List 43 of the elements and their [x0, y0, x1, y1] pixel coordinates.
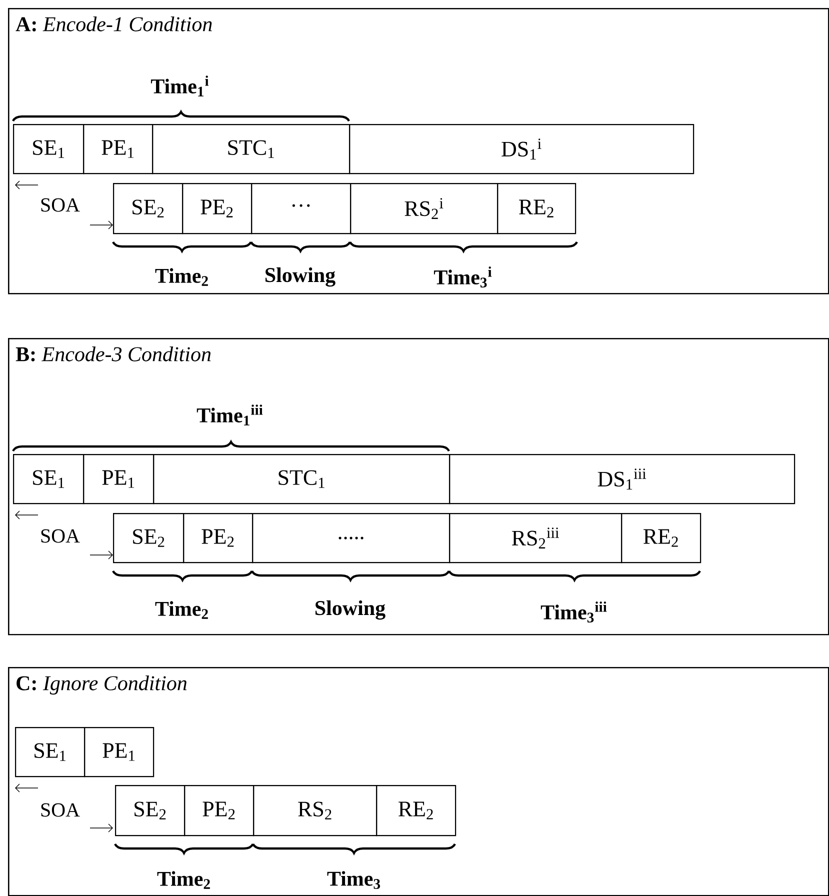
stage-box: RS$_{2}$i [350, 183, 498, 234]
stage-box: PE$_{2}$ [184, 785, 254, 836]
stage-box: RE$_{2}$ [497, 183, 576, 234]
brace-label: Time$_{3}$i [434, 266, 492, 288]
stage-box: SE$_{1}$ [13, 124, 84, 174]
stage-box: RS$_{2}$iii [449, 513, 622, 564]
stage-box: RE$_{2}$ [376, 785, 456, 836]
panel-frame [8, 338, 829, 636]
brace-label: Time$_{3}$iii [540, 602, 607, 622]
stage-box: PE$_{2}$ [182, 183, 252, 234]
soa-label: SOA [41, 198, 80, 212]
stage-box: PE$_{1}$ [84, 727, 154, 778]
stage-box: PE$_{1}$ [83, 454, 154, 504]
stage-box: SE$_{1}$ [15, 727, 86, 778]
soa-label: SOA [41, 803, 80, 817]
panel-title: A: Encode-1 Condition [16, 16, 212, 32]
brace-label: Time$_{2}$ [155, 601, 208, 619]
stage-box: PE$_{2}$ [183, 513, 254, 564]
brace-label: Time$_{1}$i [150, 76, 209, 96]
brace-label: Slowing [266, 267, 336, 287]
brace-label: Time$_{1}$iii [196, 404, 263, 426]
stage-box: RE$_{2}$ [621, 513, 702, 564]
panel-title: C: Ignore Condition [16, 676, 187, 695]
panel-title: B: Encode-3 Condition [16, 346, 211, 362]
stage-box: STC$_{1}$ [152, 124, 350, 174]
brace-label: Time$_{3}$ [327, 871, 380, 889]
panel-frame [8, 8, 829, 294]
stage-box: SE$_{2}$ [113, 513, 184, 564]
stage-box: DS$_{1}$iii [449, 454, 796, 504]
panel-frame [8, 667, 829, 896]
stage-box: ..... [252, 513, 450, 564]
stage-box: DS$_{1}$i [349, 124, 694, 174]
stage-box: RS$_{2}$ [253, 785, 378, 836]
brace-label: Time$_{2}$ [155, 268, 208, 286]
stage-box: SE$_{1}$ [13, 454, 84, 504]
stage-box: SE$_{2}$ [115, 785, 186, 836]
stage-box: SE$_{2}$ [113, 183, 184, 234]
stage-box: PE$_{1}$ [83, 124, 154, 174]
brace-label: Time$_{2}$ [157, 871, 210, 889]
stage-box: ··· [251, 183, 352, 234]
stage-box: STC$_{1}$ [153, 454, 450, 504]
soa-label: SOA [41, 529, 80, 543]
brace-label: Slowing [316, 600, 386, 620]
